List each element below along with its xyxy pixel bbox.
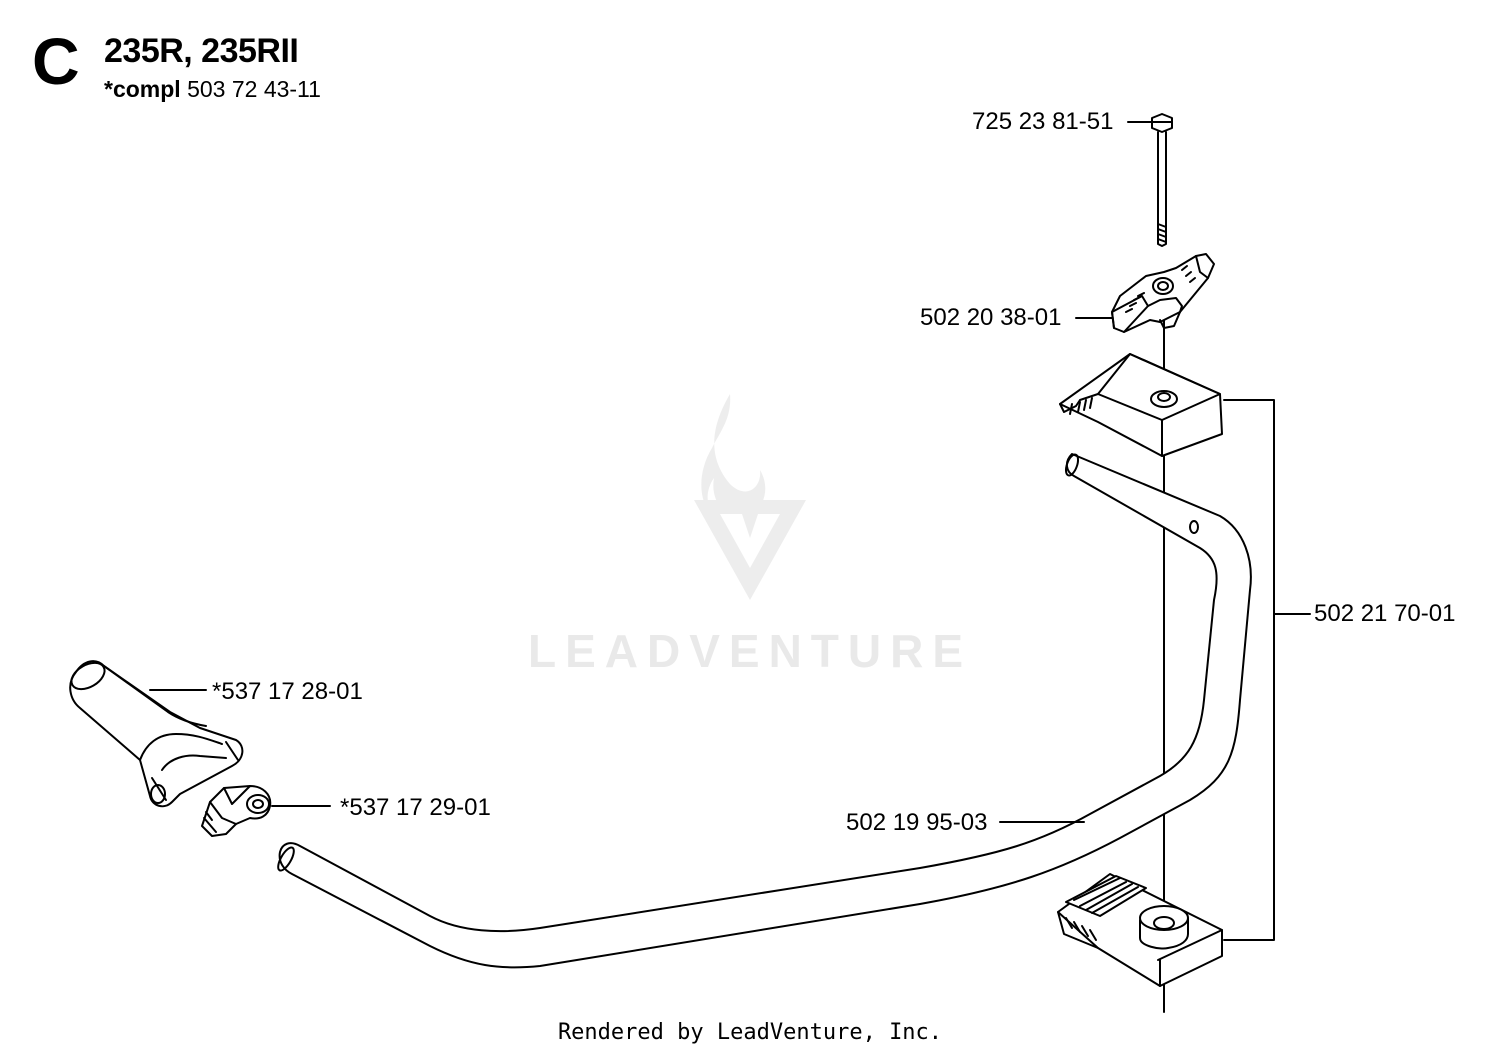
- handle-grip-part: [69, 660, 244, 808]
- flame-v-logo-icon: [694, 394, 806, 600]
- model-title: 235R, 235RII: [104, 32, 299, 70]
- part-label-clamp-assembly[interactable]: 502 21 70-01: [1314, 600, 1456, 627]
- lower-clamp-part: [1057, 873, 1223, 987]
- compl-prefix: *compl: [104, 76, 181, 102]
- part-label-wing-knob[interactable]: 502 20 38-01: [920, 304, 1062, 331]
- handle-bar-part: [277, 453, 1252, 969]
- part-label-handle-bar[interactable]: 502 19 95-03: [846, 809, 988, 836]
- bolt-part: [1151, 113, 1173, 247]
- footer-credit: Rendered by LeadVenture, Inc.: [557, 1020, 943, 1045]
- watermark-text: LEADVENTURE: [527, 625, 973, 677]
- clamp-bracket-line: [1223, 399, 1275, 941]
- grip-clip-part: [201, 785, 272, 837]
- part-label-handle-grip[interactable]: *537 17 28-01: [212, 678, 363, 705]
- compl-number: 503 72 43-11: [187, 76, 321, 102]
- upper-clamp-part: [1059, 353, 1223, 457]
- compl-line: *compl 503 72 43-11: [104, 78, 321, 101]
- section-letter: C: [32, 24, 80, 98]
- part-label-bolt[interactable]: 725 23 81-51: [972, 108, 1114, 135]
- wing-knob-part: [1111, 253, 1215, 333]
- part-label-grip-clip[interactable]: *537 17 29-01: [340, 794, 491, 821]
